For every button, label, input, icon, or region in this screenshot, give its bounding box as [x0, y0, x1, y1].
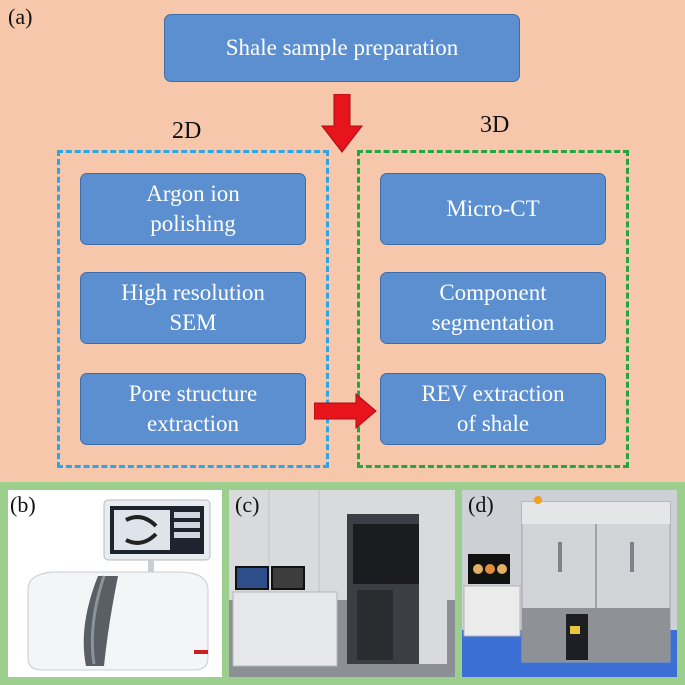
- panel-c-label: (c): [235, 492, 260, 517]
- dashed-group-2d: [57, 150, 329, 468]
- panel-a: (a) Shale sample preparation 2D 3D Argon…: [0, 0, 685, 482]
- box-line: REV extraction: [421, 381, 565, 406]
- box-line: segmentation: [431, 310, 555, 335]
- label-3d: 3D: [480, 112, 510, 138]
- panel-a-label: (a): [8, 4, 33, 29]
- panel-d-photo: (d): [462, 490, 677, 677]
- argon-ion-polisher-illustration: [27, 499, 211, 671]
- ct-instrument-illustration: [462, 490, 677, 677]
- dashed-group-3d: [357, 150, 629, 468]
- box-line: polishing: [150, 211, 236, 236]
- box-line: High resolution: [121, 280, 265, 305]
- box-line: Argon ion: [146, 181, 240, 206]
- top-box-text: Shale sample preparation: [225, 35, 459, 60]
- panel-b-label: (b): [10, 492, 36, 517]
- down-arrow-icon: [320, 94, 364, 153]
- box-line: Pore structure: [128, 381, 258, 406]
- box-line: Micro-CT: [446, 196, 540, 221]
- shale-sample-preparation-box: Shale sample preparation: [164, 14, 520, 82]
- argon-ion-polishing-box: Argon ion polishing: [80, 173, 306, 245]
- component-segmentation-box: Component segmentation: [380, 272, 606, 344]
- label-2d: 2D: [172, 118, 202, 144]
- box-line: of shale: [456, 411, 530, 436]
- panel-c-photo: (c): [229, 490, 455, 677]
- right-arrow-icon: [314, 393, 377, 429]
- rev-extraction-box: REV extraction of shale: [380, 373, 606, 445]
- micro-ct-box: Micro-CT: [380, 173, 606, 245]
- box-line: SEM: [169, 310, 217, 335]
- panel-d-label: (d): [468, 492, 494, 517]
- micro-ct-room-illustration: [229, 490, 455, 677]
- box-line: extraction: [147, 411, 239, 436]
- box-line: Component: [439, 280, 547, 305]
- pore-structure-extraction-box: Pore structure extraction: [80, 373, 306, 445]
- high-resolution-sem-box: High resolution SEM: [80, 272, 306, 344]
- panel-b-photo: (b): [8, 490, 222, 677]
